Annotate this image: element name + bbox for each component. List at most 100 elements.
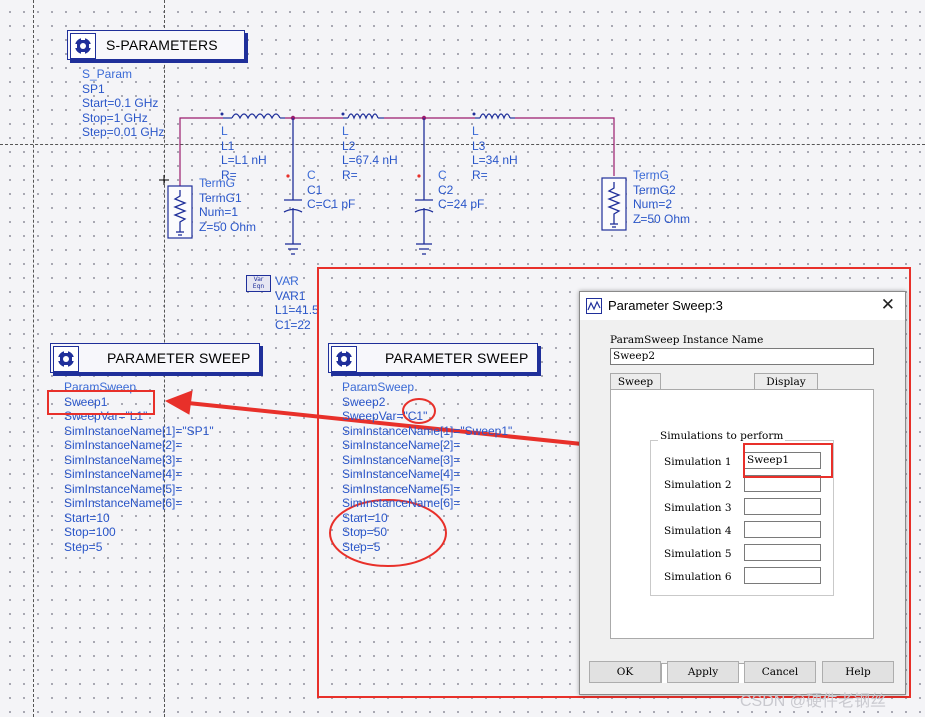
termg2-z: Z=50 Ohm xyxy=(633,211,691,226)
param-sweep-2-properties[interactable]: ParamSweep Sweep2 SweepVar="C1" SimInsta… xyxy=(342,380,512,554)
annotation-box-sweep1 xyxy=(47,390,155,415)
c2-type: C xyxy=(438,168,447,182)
tab-sweep[interactable]: Sweep xyxy=(610,373,661,391)
sweep1-sim5: SimInstanceName[5]= xyxy=(64,481,183,496)
sweep1-name: Sweep1 xyxy=(64,394,108,409)
termg1-z: Z=50 Ohm xyxy=(199,219,257,234)
simulations-group-label: Simulations to perform xyxy=(658,430,786,442)
param-sweep-component-2[interactable]: PARAMETER SWEEP xyxy=(328,343,538,373)
l2-value: L=67.4 nH xyxy=(342,153,398,167)
inductor-l3-label[interactable]: L L3 L=34 nH R= xyxy=(472,124,518,182)
simulation-2-label: Simulation 2 xyxy=(664,479,732,491)
s-param-properties[interactable]: S_Param SP1 Start=0.1 GHz Stop=1 GHz Ste… xyxy=(82,67,164,140)
sweep1-sim2: SimInstanceName[2]= xyxy=(64,438,183,452)
annotation-circle-sweepvar xyxy=(402,398,436,424)
var-properties[interactable]: VAR VAR1 L1=41.5 C1=22 xyxy=(275,274,319,332)
simulation-2-input[interactable] xyxy=(744,475,821,492)
instance-name-input[interactable] xyxy=(610,348,874,365)
param-sweep-1-title: PARAMETER SWEEP xyxy=(107,350,251,366)
sweep2-start: Start=10 xyxy=(342,510,388,525)
sweep2-sim4: SimInstanceName[4]= xyxy=(342,467,461,481)
instance-name-label: ParamSweep Instance Name xyxy=(610,334,764,346)
sweep2-sim6: SimInstanceName[6]= xyxy=(342,496,461,510)
sweep1-stop: Stop=100 xyxy=(64,525,116,539)
param-sweep-component-1[interactable]: PARAMETER SWEEP xyxy=(50,343,260,373)
termg2-num: Num=2 xyxy=(633,197,673,211)
simulation-5-input[interactable] xyxy=(744,544,821,561)
var-name: VAR1 xyxy=(275,288,306,303)
s-param-start: Start=0.1 GHz xyxy=(82,96,159,110)
l2-type: L xyxy=(342,124,349,138)
s-param-stop: Stop=1 GHz xyxy=(82,110,148,125)
inductor-icon xyxy=(223,113,515,120)
param-sweep-icon xyxy=(331,346,357,372)
param-sweep-2-title: PARAMETER SWEEP xyxy=(385,350,529,366)
termg1-label[interactable]: TermG TermG1 Num=1 Z=50 Ohm xyxy=(199,176,256,234)
c1-type: C xyxy=(307,168,316,182)
simulation-3-input[interactable] xyxy=(744,498,821,515)
l3-name: L3 xyxy=(472,138,486,153)
l3-value: L=34 nH xyxy=(472,153,518,167)
inductor-l2-label[interactable]: L L2 L=67.4 nH R= xyxy=(342,124,398,182)
annotation-circle-range xyxy=(329,499,447,567)
parameter-sweep-dialog[interactable]: Parameter Sweep:3 ✕ ParamSweep Instance … xyxy=(579,291,906,695)
param-sweep-1-properties[interactable]: ParamSweep Sweep1 SweepVar="L1" SimInsta… xyxy=(64,380,214,554)
sweep2-name: Sweep2 xyxy=(342,394,386,409)
sweep2-type: ParamSweep xyxy=(342,380,415,394)
simulation-1-input[interactable] xyxy=(744,452,821,469)
sweep1-var: SweepVar="L1" xyxy=(64,409,148,423)
apply-button[interactable]: Apply xyxy=(667,661,739,683)
eqn-icon-text: Eqn xyxy=(252,283,265,290)
simulation-6-input[interactable] xyxy=(744,567,821,584)
var-c1: C1=22 xyxy=(275,317,311,332)
sparam-icon xyxy=(70,33,96,59)
sweep1-start: Start=10 xyxy=(64,510,110,525)
dialog-titlebar[interactable]: Parameter Sweep:3 ✕ xyxy=(580,292,905,320)
c2-value: C=24 pF xyxy=(438,197,485,211)
sweep2-step: Step=5 xyxy=(342,539,381,554)
sweep1-sim3: SimInstanceName[3]= xyxy=(64,452,183,467)
l2-name: L2 xyxy=(342,138,356,153)
simulation-4-label: Simulation 4 xyxy=(664,525,732,537)
capacitor-c2-label[interactable]: C C2 C=24 pF xyxy=(438,168,484,212)
var-l1: L1=41.5 xyxy=(275,303,319,317)
s-parameters-title: S-PARAMETERS xyxy=(106,37,218,53)
ok-button[interactable]: OK xyxy=(589,661,661,683)
annotation-box-simulation1 xyxy=(743,443,833,478)
termg1-name: TermG1 xyxy=(199,190,242,205)
var-eqn-icon[interactable]: Var Eqn xyxy=(246,275,271,292)
l1-value: L=L1 nH xyxy=(221,153,267,167)
c1-value: C=C1 pF xyxy=(307,197,356,211)
s-param-type: S_Param xyxy=(82,67,133,81)
sweep1-step: Step=5 xyxy=(64,539,103,554)
close-icon[interactable]: ✕ xyxy=(880,295,895,315)
s-param-instance: SP1 xyxy=(82,81,105,96)
c1-name: C1 xyxy=(307,182,323,197)
sweep1-sim4: SimInstanceName[4]= xyxy=(64,467,183,481)
help-button[interactable]: Help xyxy=(822,661,894,683)
sweep2-sim2: SimInstanceName[2]= xyxy=(342,438,461,452)
cancel-button[interactable]: Cancel xyxy=(744,661,816,683)
s-parameters-component[interactable]: S-PARAMETERS xyxy=(67,30,245,60)
simulation-6-label: Simulation 6 xyxy=(664,571,732,583)
sweep2-sim3: SimInstanceName[3]= xyxy=(342,452,461,467)
capacitor-c1-label[interactable]: C C1 C=C1 pF xyxy=(307,168,355,212)
inductor-l1-label[interactable]: L L1 L=L1 nH R= xyxy=(221,124,267,182)
sweep2-stop: Stop=50 xyxy=(342,525,388,539)
sweep2-var: SweepVar="C1" xyxy=(342,409,428,423)
l3-r: R= xyxy=(472,167,488,182)
l2-r: R= xyxy=(342,167,358,182)
ground-icon xyxy=(285,243,432,255)
termg1-num: Num=1 xyxy=(199,205,239,219)
dialog-app-icon xyxy=(586,298,602,314)
tab-display[interactable]: Display xyxy=(754,373,818,391)
termg2-label[interactable]: TermG TermG2 Num=2 Z=50 Ohm xyxy=(633,168,690,226)
l1-name: L1 xyxy=(221,138,235,153)
simulation-1-label: Simulation 1 xyxy=(664,456,732,468)
s-param-step: Step=0.01 GHz xyxy=(82,125,165,139)
simulation-4-input[interactable] xyxy=(744,521,821,538)
l1-r: R= xyxy=(221,167,237,182)
l1-type: L xyxy=(221,124,228,138)
l3-type: L xyxy=(472,124,479,138)
